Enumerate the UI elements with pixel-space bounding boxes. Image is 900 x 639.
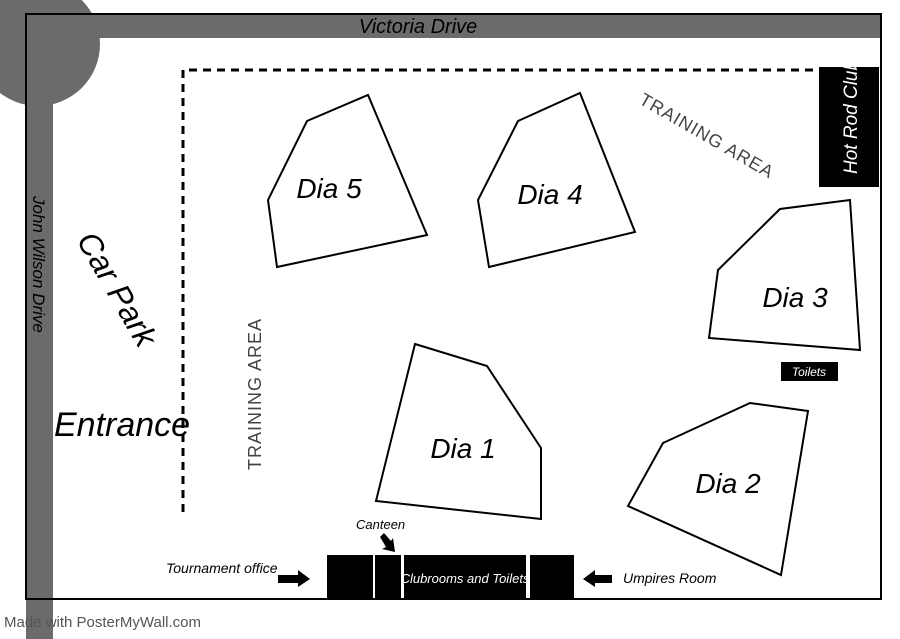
clubrooms-label: Clubrooms and Toilets bbox=[401, 571, 530, 586]
diamond-5[interactable]: Dia 5 bbox=[266, 93, 429, 269]
car-park-label: Car Park bbox=[70, 226, 165, 355]
canteen-arrow-icon bbox=[380, 533, 395, 552]
umpires-room-label: Umpires Room bbox=[623, 570, 717, 586]
training-area-left-label: TRAINING AREA bbox=[245, 318, 265, 470]
toilets-building bbox=[781, 362, 838, 381]
training-area-boundary bbox=[181, 68, 820, 512]
canteen-label: Canteen bbox=[356, 517, 405, 532]
diamond-label: Dia 1 bbox=[430, 433, 495, 464]
tournament-office-building bbox=[327, 555, 373, 599]
watermark[interactable]: Made with PosterMyWall.com bbox=[4, 614, 201, 631]
tournament-office-label: Tournament office bbox=[166, 560, 278, 576]
toilets-label: Toilets bbox=[792, 365, 826, 379]
diamond-1[interactable]: Dia 1 bbox=[374, 342, 542, 521]
diamond-3[interactable]: Dia 3 bbox=[707, 198, 862, 352]
clubrooms-building bbox=[404, 555, 526, 599]
diamond-4[interactable]: Dia 4 bbox=[476, 91, 637, 269]
diamond-label: Dia 4 bbox=[517, 179, 582, 210]
training-area-top-label: TRAINING AREA bbox=[636, 89, 778, 182]
umpires-room-building bbox=[530, 555, 574, 599]
diamond-label: Dia 5 bbox=[296, 173, 362, 204]
john-wilson-drive-label: John Wilson Drive bbox=[29, 195, 48, 333]
entrance-label: Entrance bbox=[54, 406, 190, 444]
diamond-2[interactable]: Dia 2 bbox=[626, 401, 810, 577]
victoria-drive-road bbox=[26, 14, 881, 38]
canteen-building bbox=[375, 555, 401, 599]
hot-rod-club-label: Hot Rod Club bbox=[841, 60, 862, 174]
hot-rod-club-building bbox=[819, 67, 879, 187]
left-arrow-icon bbox=[583, 570, 612, 587]
john-wilson-drive-road bbox=[26, 14, 53, 639]
diamond-label: Dia 3 bbox=[762, 282, 828, 313]
right-arrow-icon bbox=[278, 570, 310, 587]
victoria-drive-label: Victoria Drive bbox=[359, 16, 478, 38]
diamond-label: Dia 2 bbox=[695, 468, 761, 499]
